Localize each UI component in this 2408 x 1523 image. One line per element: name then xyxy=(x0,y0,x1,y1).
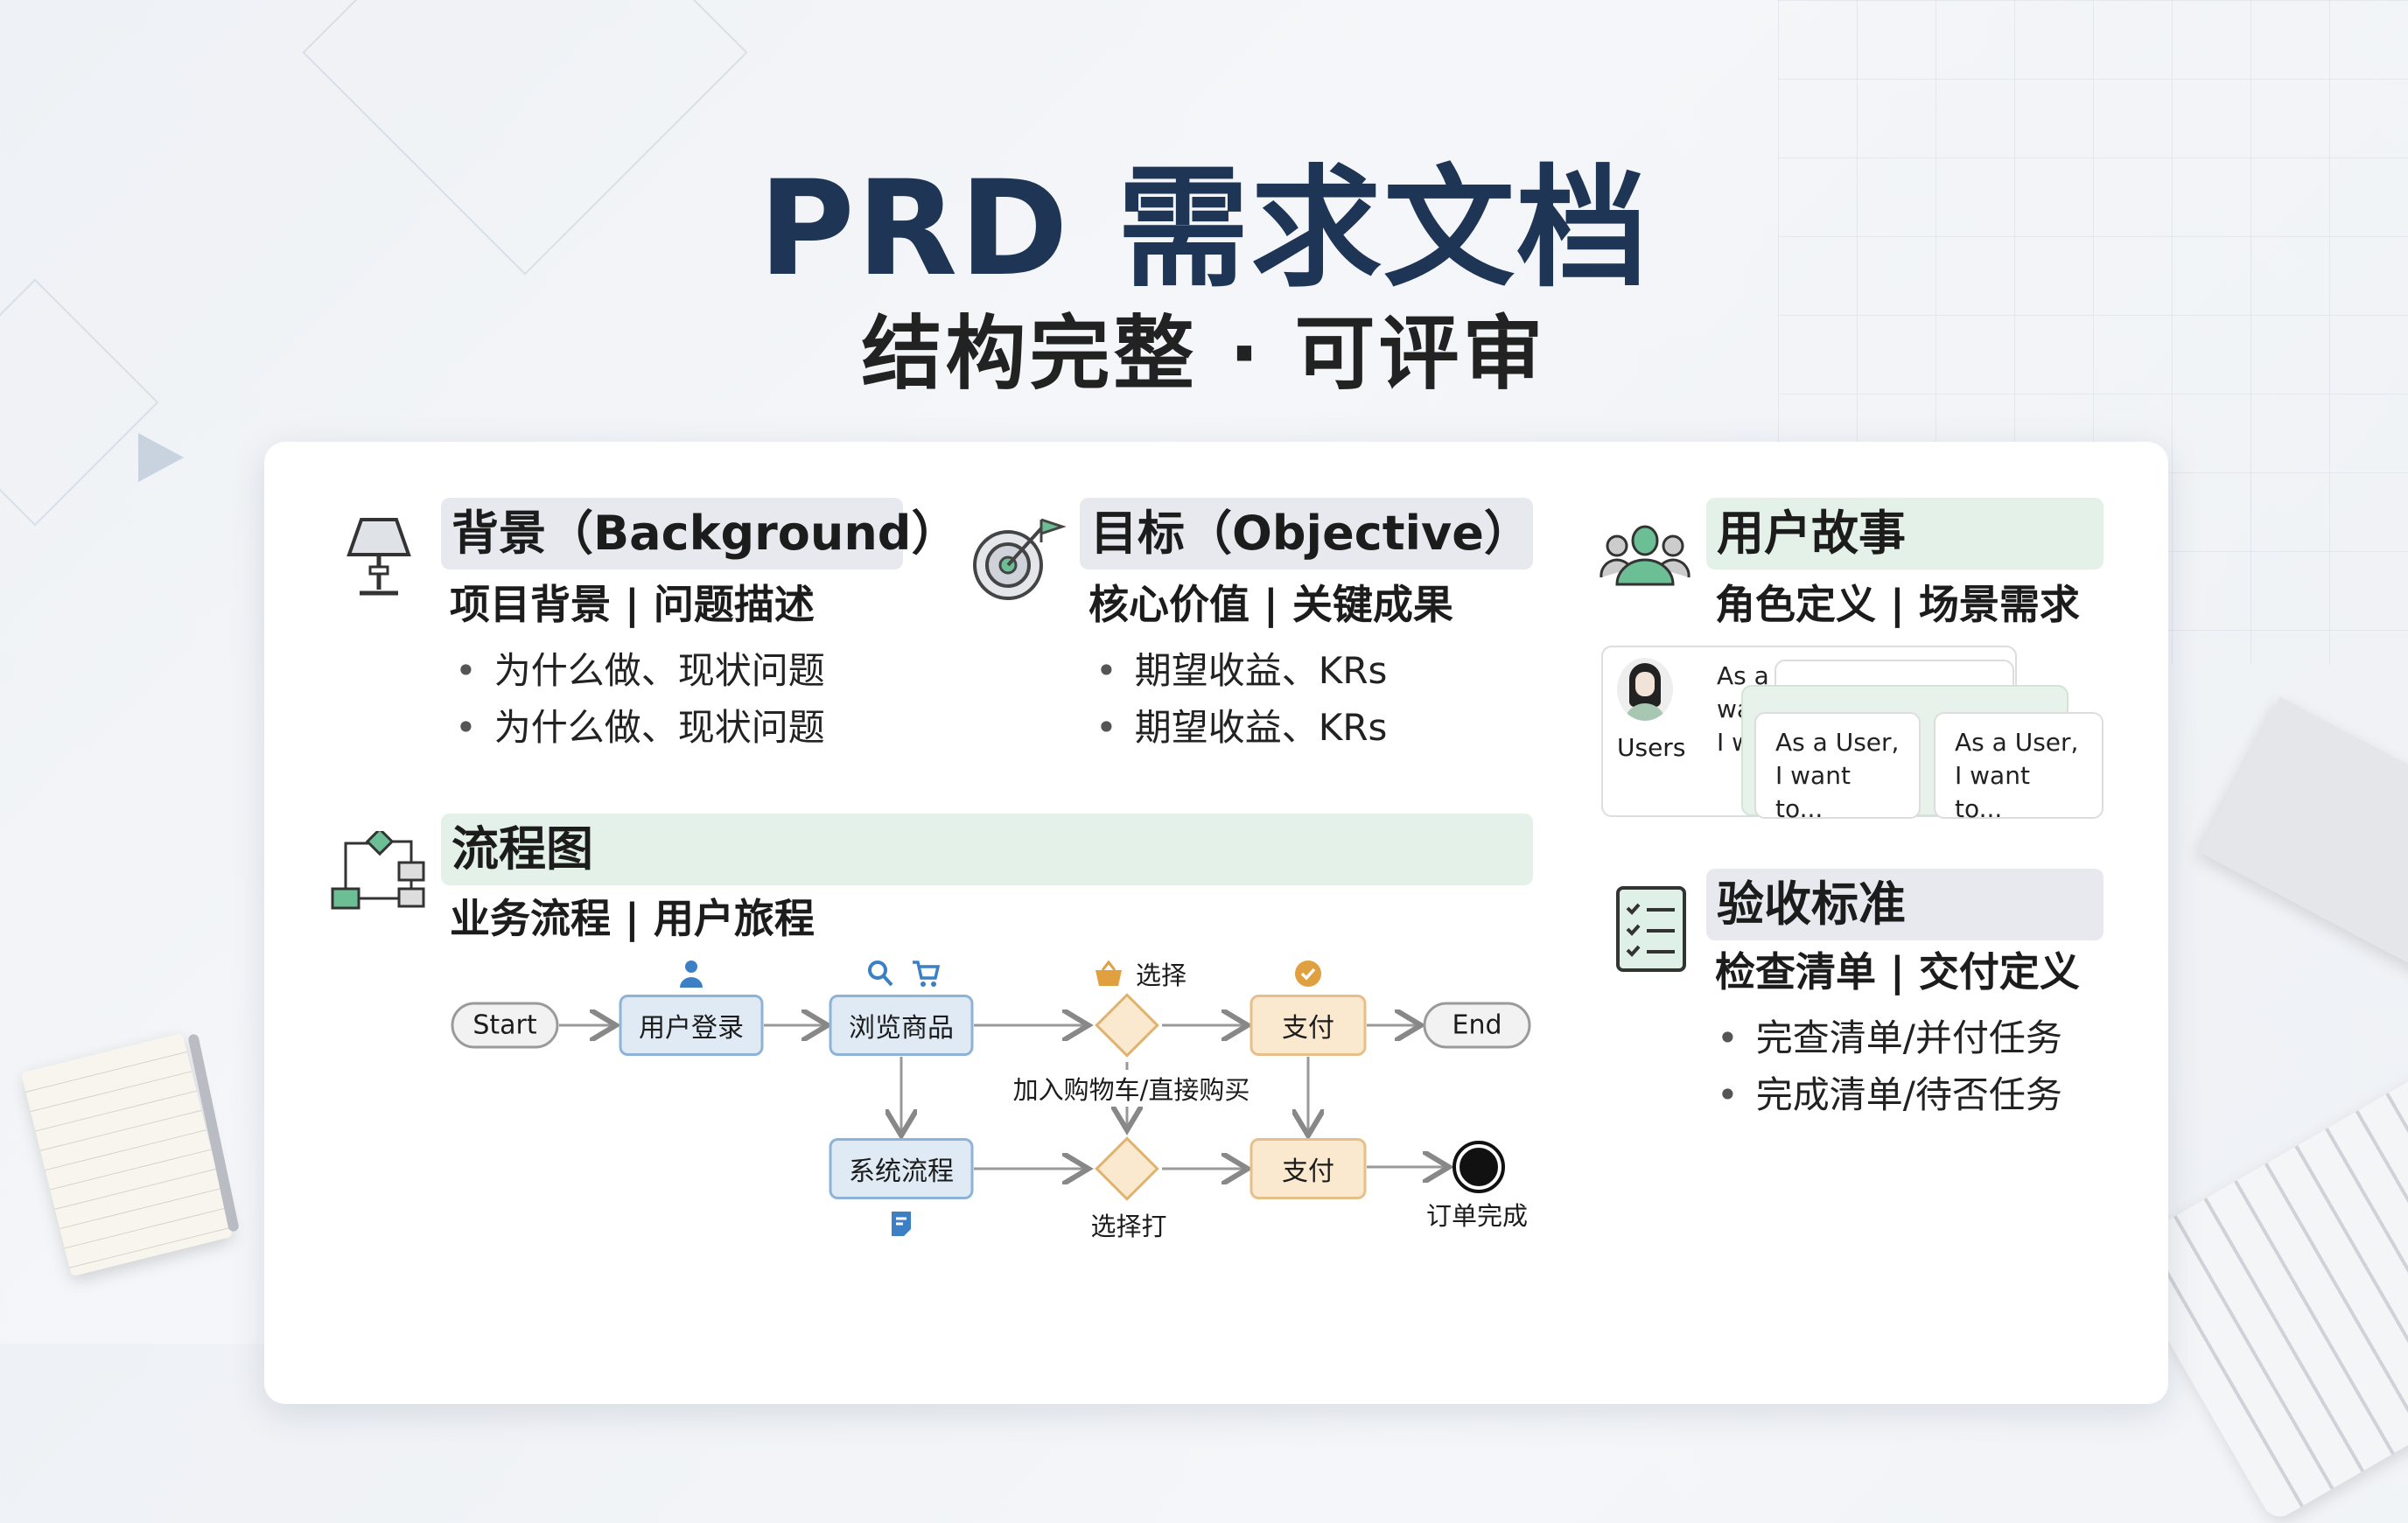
cart-icon xyxy=(913,961,941,987)
flow-node-browse: 浏览商品 xyxy=(829,995,974,1056)
user-avatar xyxy=(1617,658,1673,721)
flow-title: 流程图 xyxy=(441,814,1533,885)
checklist-icon xyxy=(1616,886,1686,972)
flow-label-order-done: 订单完成 xyxy=(1425,1201,1529,1231)
flow-label-add-cart: 加入购物车/直接购买 xyxy=(1012,1070,1250,1107)
objective-title: 目标（Objective） xyxy=(1080,498,1533,569)
flow-node-login: 用户登录 xyxy=(619,995,764,1056)
flowchart-icon xyxy=(331,831,425,910)
flow-node-system: 系统流程 xyxy=(829,1138,974,1199)
search-icon xyxy=(868,961,893,987)
flow-connectors xyxy=(559,0,1505,1193)
acceptance-bullet: 完成清单/待否任务 xyxy=(1717,1065,2062,1119)
story-text: I want to... xyxy=(1955,761,2030,823)
page-title: PRD 需求文档 xyxy=(758,153,1650,305)
background-bullet: 为什么做、现状问题 xyxy=(455,698,825,751)
check-circle-icon xyxy=(1295,961,1321,987)
target-icon xyxy=(973,518,1067,600)
objective-bullet: 期望收益、KRs xyxy=(1096,698,1388,751)
objective-subtitle: 核心价值 | 关键成果 xyxy=(1088,581,1453,628)
users-icon xyxy=(1600,525,1690,586)
acceptance-bullet: 完查清单/并付任务 xyxy=(1717,1009,2062,1062)
objective-bullet: 期望收益、KRs xyxy=(1096,641,1388,695)
flow-node-pay: 支付 xyxy=(1250,1138,1367,1199)
story-text: I want to... xyxy=(1775,761,1851,823)
acceptance-title: 验收标准 xyxy=(1706,869,2104,940)
document-icon xyxy=(892,1212,911,1236)
end-node-circle xyxy=(1456,1144,1502,1190)
acceptance-subtitle: 检查清单 | 交付定义 xyxy=(1715,948,2080,996)
user-story-title: 用户故事 xyxy=(1706,498,2104,569)
background-subtitle: 项目背景 | 问题描述 xyxy=(450,581,815,628)
lamp-icon xyxy=(346,518,411,596)
flow-label-choose2: 选择打 xyxy=(1090,1212,1167,1241)
background-title: 背景（Background） xyxy=(441,498,958,569)
story-text: As a User, xyxy=(1955,728,2079,757)
story-card: As a User, I want to... xyxy=(1934,712,2104,823)
page-subtitle: 结构完整 · 可评审 xyxy=(861,307,1547,401)
decorative-triangle xyxy=(138,433,184,482)
avatar-label: Users xyxy=(1617,733,1686,762)
flow-node-pay: 支付 xyxy=(1250,995,1367,1056)
basket-icon xyxy=(1096,960,1122,986)
flow-label-choose: 选择 xyxy=(1135,961,1187,990)
flow-node-end: End xyxy=(1423,1002,1531,1049)
flow-node-start: Start xyxy=(451,1002,559,1049)
story-card: As a User, I want to... xyxy=(1754,712,1921,823)
user-story-subtitle: 角色定义 | 场景需求 xyxy=(1715,581,2080,628)
flow-subtitle: 业务流程 | 用户旅程 xyxy=(450,895,815,942)
story-text: As a User, xyxy=(1775,728,1900,757)
user-icon xyxy=(680,961,703,988)
background-bullet: 为什么做、现状问题 xyxy=(455,641,825,695)
